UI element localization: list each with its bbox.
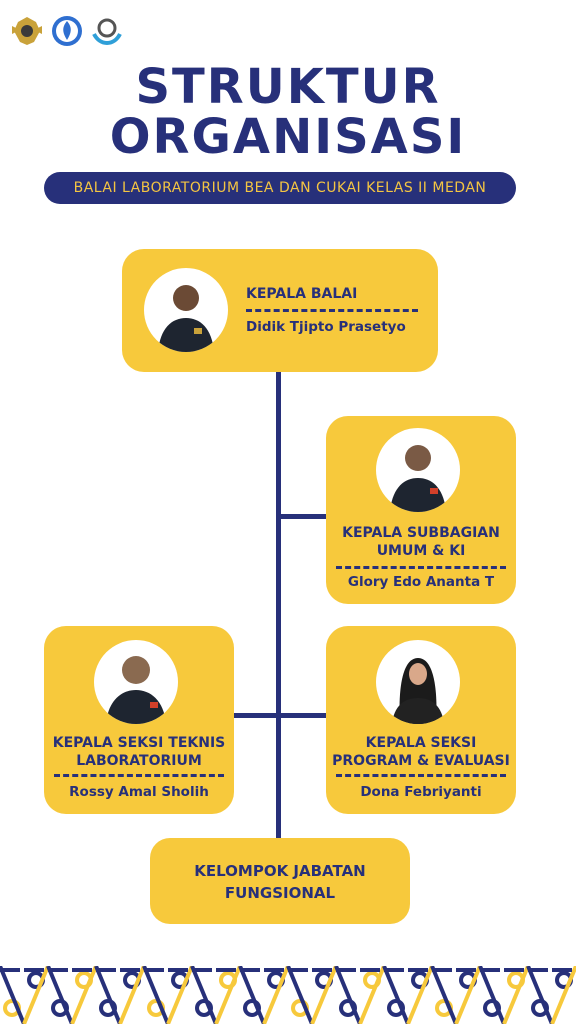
pattern-curve (550, 966, 576, 1024)
title-line-2: ORGANISASI (109, 109, 467, 165)
ring-emblem-logo (92, 18, 122, 45)
program-role: KEPALA SEKSI PROGRAM & EVALUASI (326, 734, 516, 770)
general-portrait (376, 428, 460, 512)
pattern-curve (502, 966, 530, 1024)
general-role-line-2: UMUM & KI (376, 543, 466, 559)
pattern-curve (454, 966, 482, 1024)
person-silhouette-icon (392, 658, 444, 724)
technical-portrait (94, 640, 178, 724)
program-name: Dona Febriyanti (360, 784, 482, 800)
general-divider (336, 566, 506, 569)
technical-role: KEPALA SEKSI TEKNIS LABORATORIUM (44, 734, 234, 770)
pattern-curve (310, 966, 338, 1024)
pattern-curve (406, 966, 434, 1024)
head-role: KEPALA BALAI (246, 286, 358, 302)
page-title: STRUKTUR ORGANISASI (0, 62, 576, 162)
pattern-curve (70, 966, 98, 1024)
general-role-line-1: KEPALA SUBBAGIAN (342, 525, 500, 541)
decorative-pattern-footer (0, 966, 576, 1024)
general-role: KEPALA SUBBAGIAN UMUM & KI (326, 524, 516, 560)
connector-branch-general (276, 514, 328, 519)
general-name: Glory Edo Ananta T (347, 574, 495, 590)
program-role-line-2: PROGRAM & EVALUASI (332, 753, 510, 769)
technical-role-line-1: KEPALA SEKSI TEKNIS (52, 735, 226, 751)
person-silhouette-icon (158, 285, 214, 352)
node-functional: KELOMPOK JABATAN FUNGSIONAL (150, 838, 410, 924)
head-name: Didik Tjipto Prasetyo (246, 319, 406, 335)
technical-role-line-2: LABORATORIUM (76, 753, 202, 769)
connector-branch-sections (234, 713, 328, 718)
title-line-1: STRUKTUR (135, 59, 441, 115)
node-technical: KEPALA SEKSI TEKNIS LABORATORIUM Rossy A… (44, 626, 234, 814)
head-portrait (144, 268, 228, 352)
logo-group (10, 14, 124, 48)
pattern-curve (166, 966, 194, 1024)
pattern-curve (262, 966, 290, 1024)
node-program: KEPALA SEKSI PROGRAM & EVALUASI Dona Feb… (326, 626, 516, 814)
connector-trunk (276, 372, 281, 842)
program-role-line-1: KEPALA SEKSI (365, 735, 477, 751)
technical-divider (54, 774, 224, 777)
person-silhouette-icon (390, 445, 446, 512)
pattern-curve (118, 966, 146, 1024)
subtitle-banner: BALAI LABORATORIUM BEA DAN CUKAI KELAS I… (44, 172, 516, 204)
program-portrait (376, 640, 460, 724)
subtitle-text: BALAI LABORATORIUM BEA DAN CUKAI KELAS I… (73, 180, 487, 196)
functional-role: KELOMPOK JABATAN FUNGSIONAL (150, 860, 410, 904)
customs-emblem-logo (12, 17, 42, 45)
node-general: KEPALA SUBBAGIAN UMUM & KI Glory Edo Ana… (326, 416, 516, 604)
pattern-curve (22, 966, 50, 1024)
node-head: KEPALA BALAI Didik Tjipto Prasetyo (122, 249, 438, 372)
person-silhouette-icon (106, 656, 166, 724)
technical-name: Rossy Amal Sholih (69, 784, 209, 800)
pattern-curve (214, 966, 242, 1024)
functional-role-line-1: KELOMPOK JABATAN (194, 862, 366, 880)
pattern-curve (358, 966, 386, 1024)
flame-emblem-logo (52, 16, 82, 46)
head-divider (246, 309, 418, 312)
program-divider (336, 774, 506, 777)
functional-role-line-2: FUNGSIONAL (224, 884, 336, 902)
